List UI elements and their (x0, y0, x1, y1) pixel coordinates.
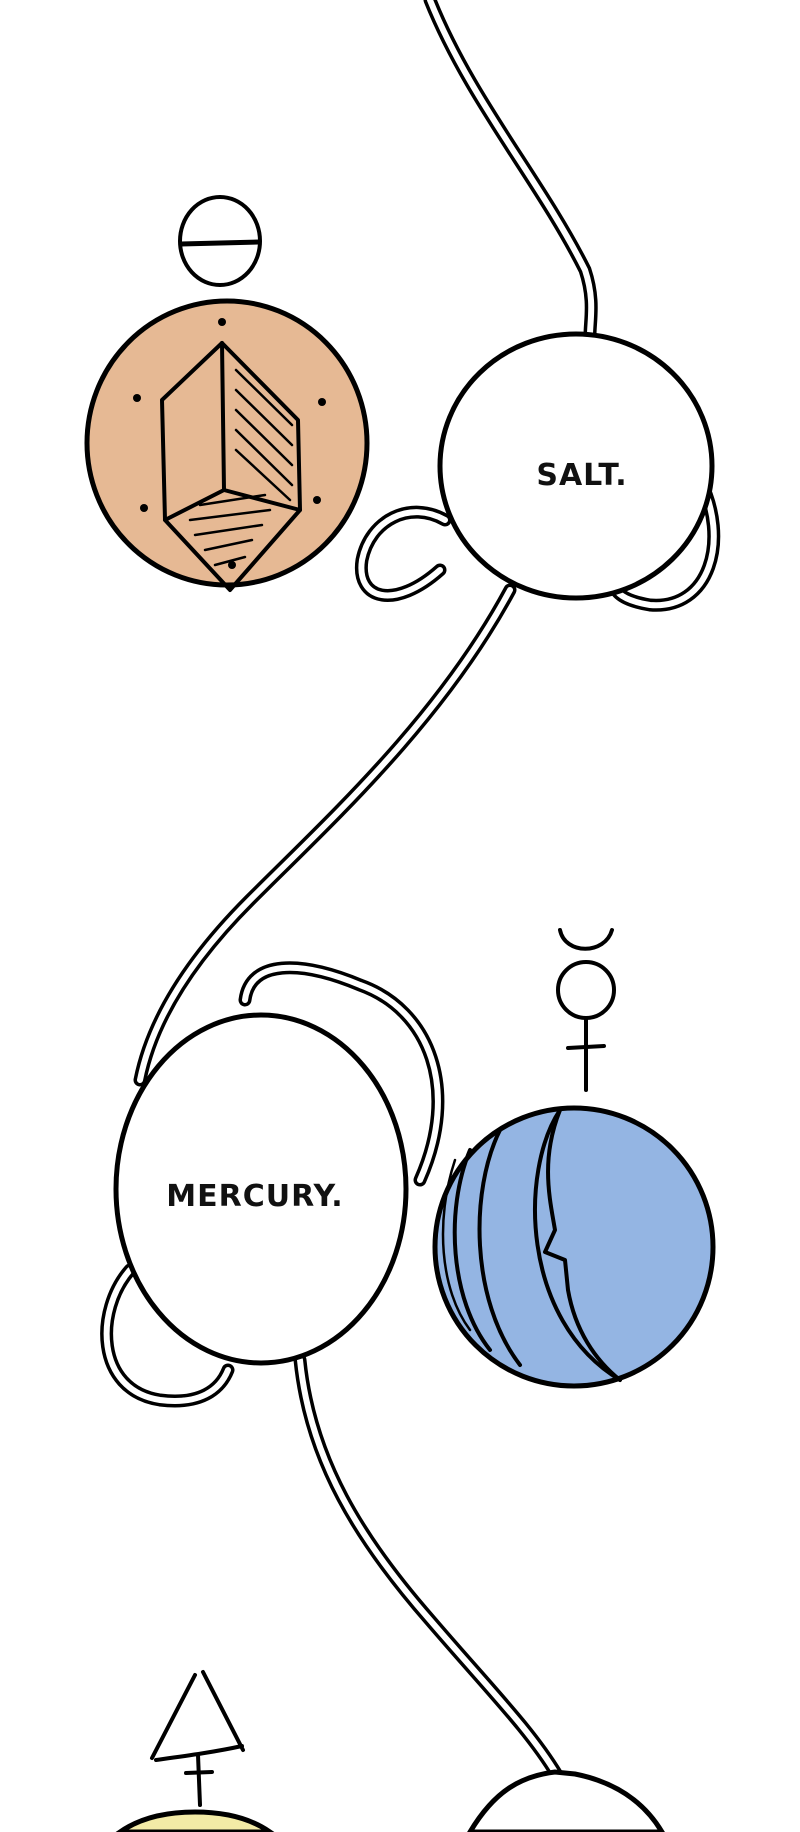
salt-orb (84, 298, 370, 592)
rope-bottom (293, 1353, 564, 1782)
crescent-moon-face-icon (441, 1108, 622, 1382)
mercury-bubble-loops (100, 961, 445, 1408)
rope-top (423, 0, 598, 342)
mercury-symbol-icon (556, 928, 616, 1092)
salt-symbol-icon (178, 195, 262, 287)
salt-crystal-icon (133, 318, 326, 592)
sulfur-orb (115, 1809, 275, 1832)
speech-bubble-bottom (467, 1769, 665, 1832)
sulfur-symbol-icon (150, 1670, 245, 1807)
speech-bubble-salt: SALT. (437, 331, 715, 601)
rope-middle (133, 583, 517, 1087)
speech-bubble-mercury: MERCURY. (113, 1012, 409, 1366)
bubble-label-mercury: MERCURY. (166, 1179, 343, 1214)
mercury-orb (432, 1105, 716, 1389)
bubble-label-salt: SALT. (536, 458, 627, 493)
